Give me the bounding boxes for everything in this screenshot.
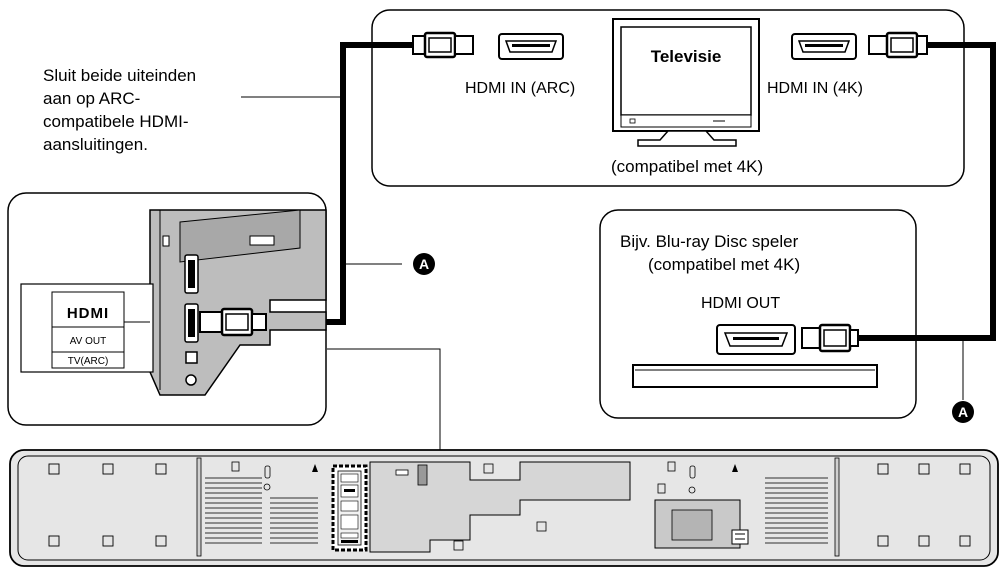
hdmi-port-arc-icon [498,33,564,60]
hdmi-port-out-icon [716,324,796,355]
tv-title: Televisie [651,47,722,66]
tv-caption: (compatibel met 4K) [611,157,763,176]
callout-a-letter-1: A [419,256,429,272]
soundbar-rear-closeup [149,209,327,396]
television-icon [612,18,760,147]
hdmi-plug-tv-arc-icon [412,31,474,59]
instruction-line-4: aansluitingen. [43,135,148,154]
callout-a-badge-2: A [952,401,974,423]
instruction-line-1: Sluit beide uiteinden [43,66,196,85]
tv-port-arc-label: HDMI IN (ARC) [465,80,575,97]
hdmi-logo-text: HDMI [67,305,109,322]
hdmi-port-4k-icon [791,33,857,60]
callout-a-letter-2: A [958,404,968,420]
label-av-out: AV OUT [70,336,106,347]
bluray-port-label: HDMI OUT [701,295,780,312]
tv-port-4k-label: HDMI IN (4K) [767,80,863,97]
hdmi-plug-tv-4k-icon [868,31,928,59]
hdmi-plug-soundbar-icon [199,307,267,337]
instruction-line-2: aan op ARC- [43,89,140,108]
bluray-label-line-2: (compatibel met 4K) [648,255,800,274]
hdmi-label-plate: HDMI AV OUT TV(ARC) [20,283,154,373]
hdmi-plug-bluray-icon [801,323,859,353]
bluray-player-icon [632,364,878,388]
bluray-label-line-1: Bijv. Blu-ray Disc speler [620,232,799,251]
hdmi-cable-4k [857,42,996,341]
callout-a-badge-1: A [413,253,435,275]
soundbar-rear-view [9,449,999,567]
instruction-line-3: compatibele HDMI- [43,112,189,131]
label-tv-arc: TV(ARC) [68,356,109,367]
